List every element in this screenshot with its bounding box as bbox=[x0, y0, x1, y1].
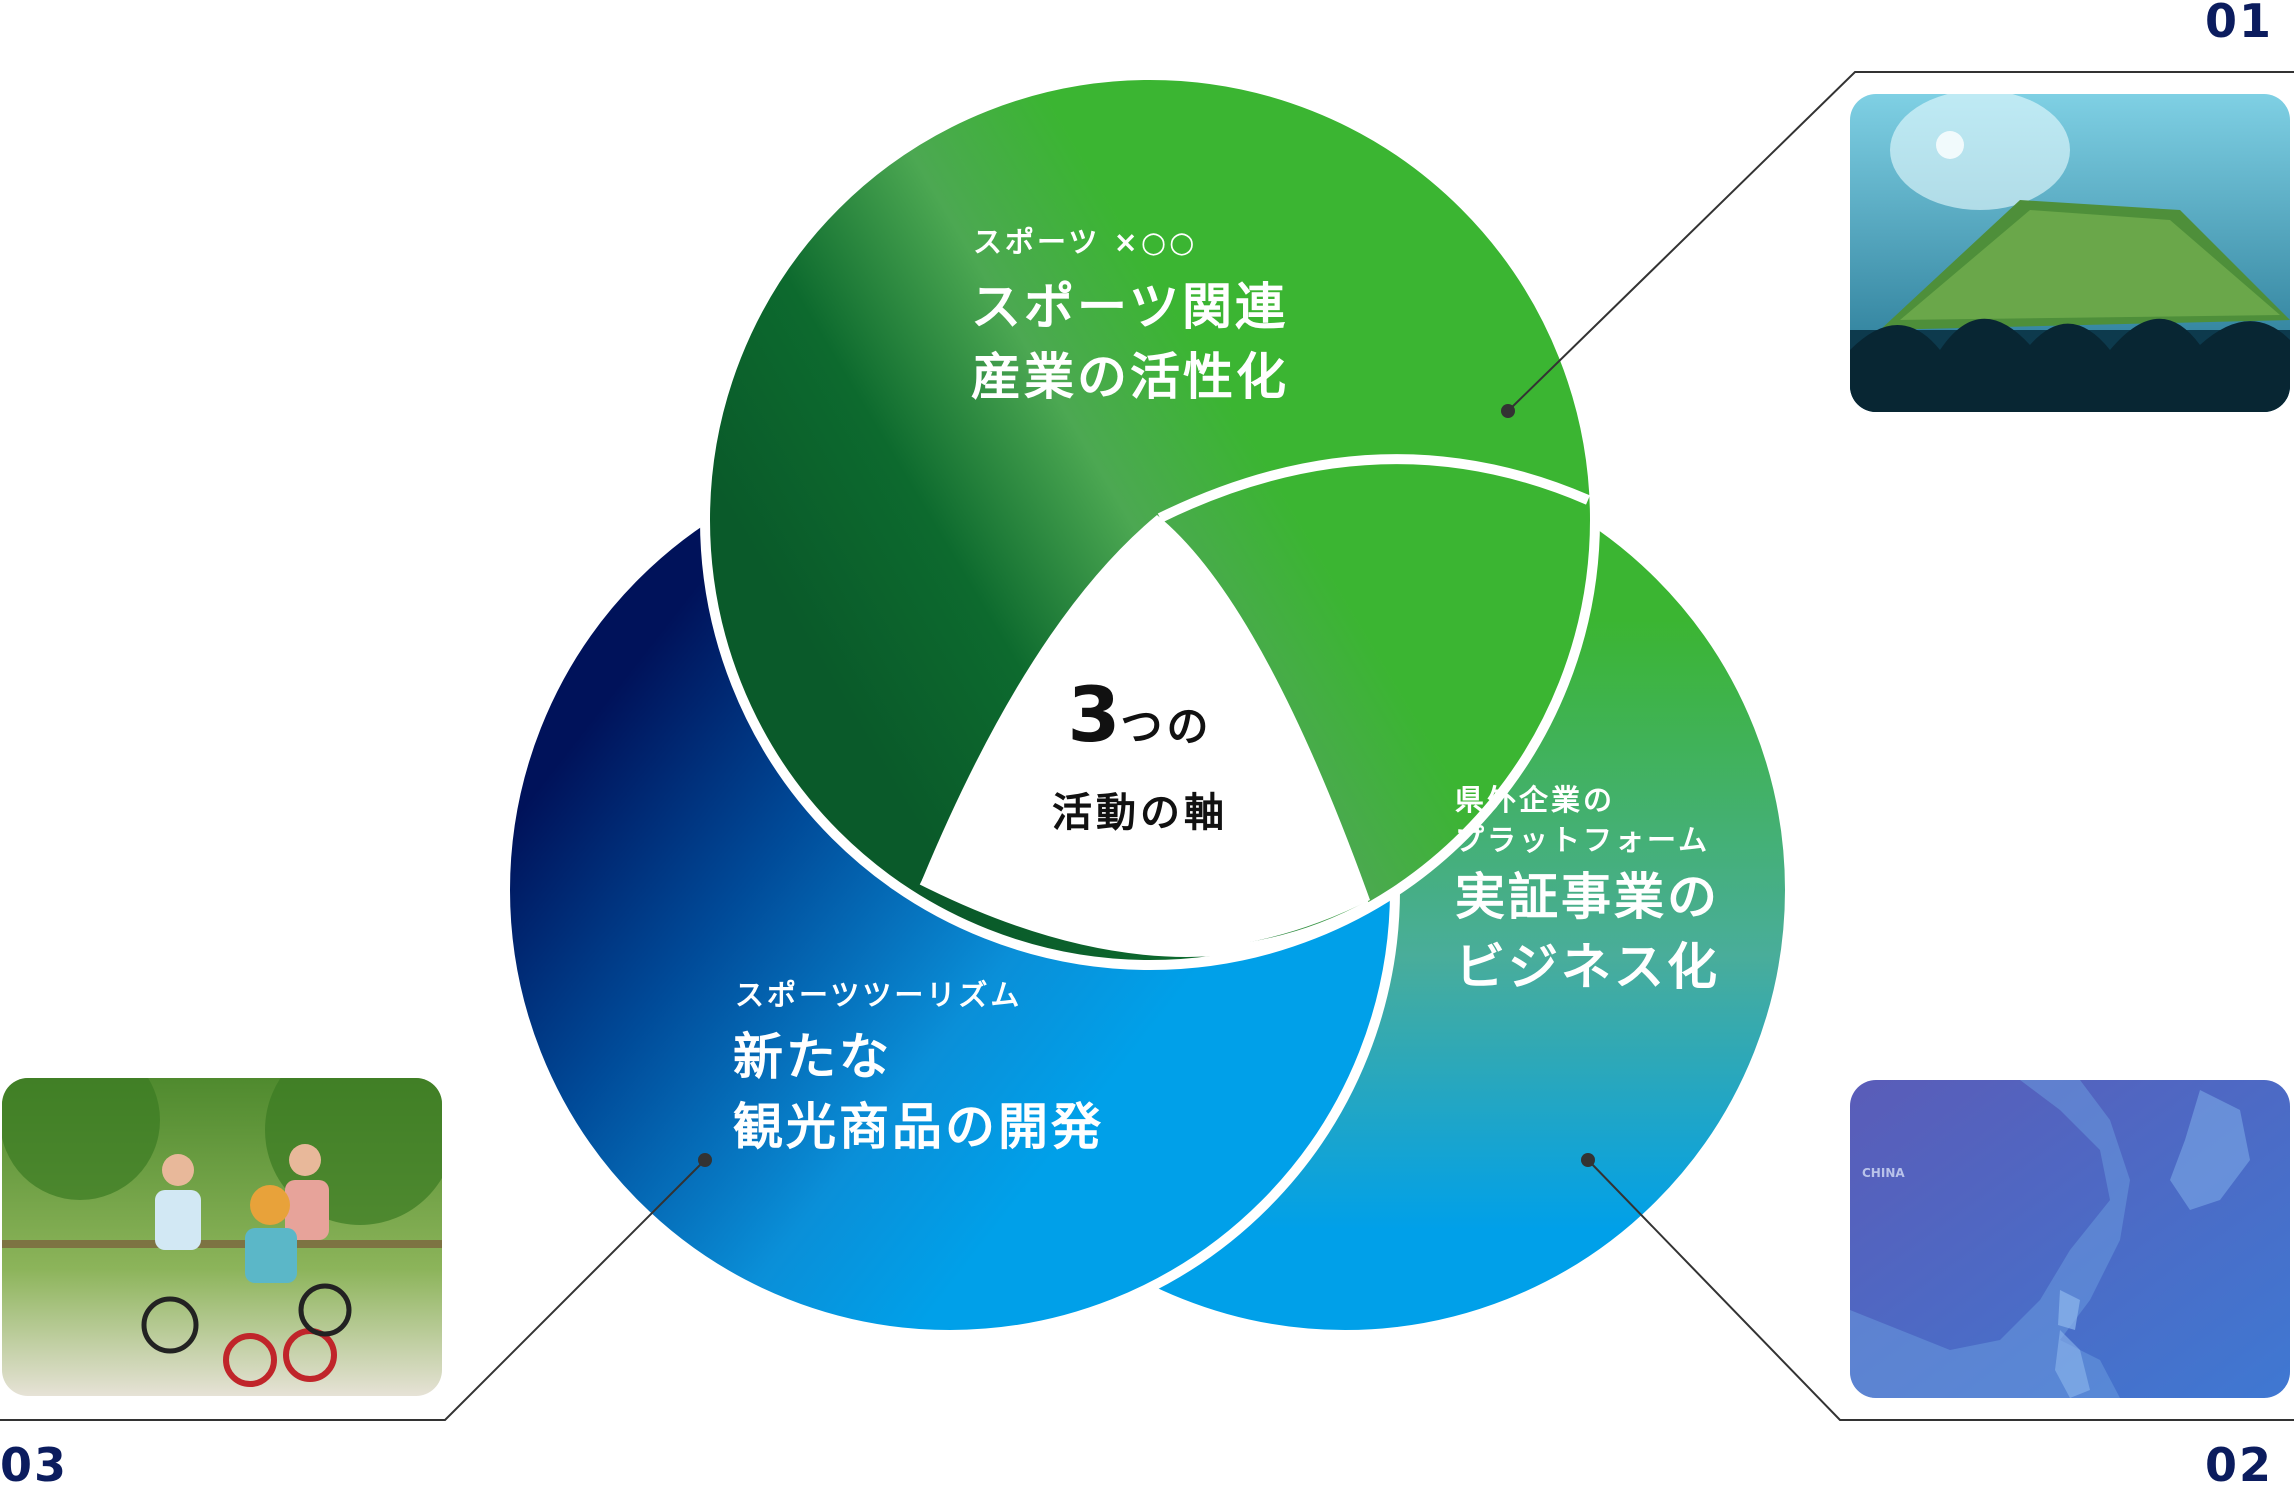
item-03-number: 03 bbox=[0, 1438, 69, 1492]
item-01-title-line1: スポーツ関連 bbox=[971, 278, 1288, 336]
connector-03 bbox=[0, 1159, 706, 1421]
center-title-num: 3 bbox=[1067, 670, 1121, 759]
item-02-number: 02 bbox=[2205, 1438, 2274, 1492]
item-02-title-line2: ビジネス化 bbox=[1455, 938, 1720, 996]
center-subtitle: 活動の軸 bbox=[1052, 790, 1228, 836]
map-label-china: CHINA bbox=[1862, 1166, 1905, 1180]
connector-dot-02 bbox=[1581, 1153, 1595, 1167]
connector-dot-01 bbox=[1501, 404, 1515, 418]
circle-sports-industry bbox=[700, 70, 1600, 970]
center-core bbox=[922, 515, 1370, 951]
item-03-title-line2: 観光商品の開発 bbox=[733, 1098, 1104, 1156]
item-02-title-line1: 実証事業の bbox=[1455, 868, 1720, 926]
item-01-title-line2: 産業の活性化 bbox=[971, 348, 1289, 406]
connector-02 bbox=[1587, 1159, 2294, 1421]
map-photo: CHINA bbox=[1850, 1080, 2290, 1398]
item-01-sub: スポーツ ×○○ bbox=[973, 225, 1198, 259]
item-03-sub: スポーツツーリズム bbox=[735, 978, 1023, 1012]
center-title-rest: つの bbox=[1120, 702, 1213, 751]
item-01-number: 01 bbox=[2205, 0, 2274, 48]
arc-separator-right bbox=[1157, 454, 1590, 523]
arc-separator-left bbox=[919, 875, 1373, 957]
item-02-sub-line2: プラットフォーム bbox=[1455, 823, 1711, 857]
connector-01 bbox=[1507, 71, 2294, 412]
item-02-sub-line1: 県外企業の bbox=[1455, 783, 1616, 817]
connector-dot-03 bbox=[698, 1153, 712, 1167]
cycling-photo bbox=[2, 1078, 442, 1396]
stadium-photo bbox=[1850, 94, 2290, 412]
item-03-title-line1: 新たな bbox=[733, 1028, 892, 1086]
center-title: 3つの bbox=[1020, 670, 1260, 759]
